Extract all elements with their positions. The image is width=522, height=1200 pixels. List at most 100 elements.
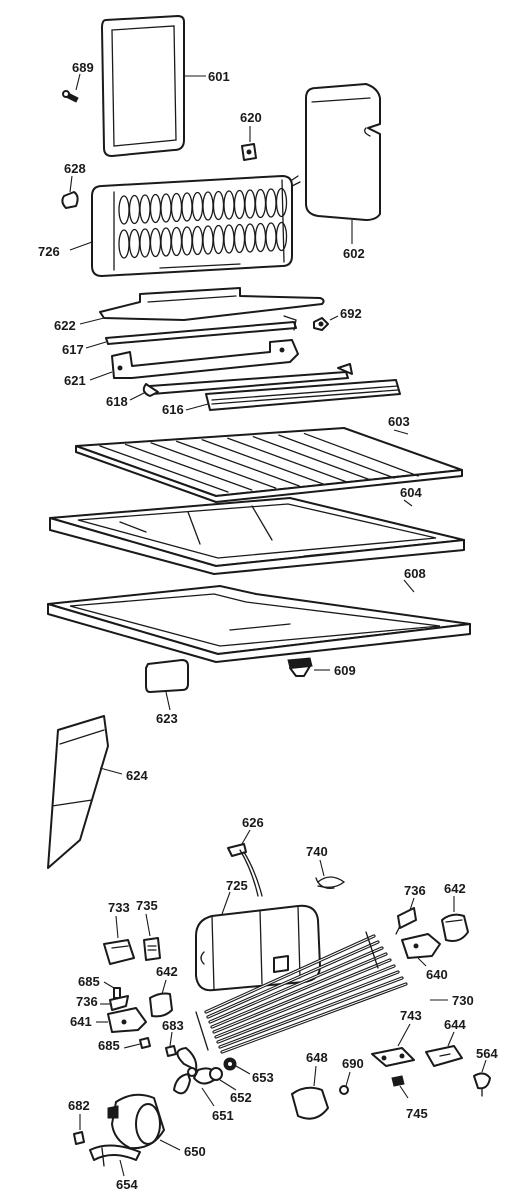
condenser-tubes: [204, 934, 408, 1054]
evaporator-fins: [118, 187, 288, 259]
leader-743: [397, 1023, 411, 1047]
callout-642-upper: 642: [444, 881, 466, 896]
leader-626: [241, 829, 251, 845]
callout-683: 683: [162, 1018, 184, 1033]
callout-726: 726: [38, 244, 60, 259]
leader-648: [313, 1065, 317, 1087]
callout-622: 622: [54, 318, 76, 333]
leader-690: [345, 1071, 351, 1087]
part-620-clip: [241, 143, 257, 161]
slat: [252, 436, 372, 481]
leader-564: [481, 1059, 487, 1073]
callout-621: 621: [64, 373, 86, 388]
part-603-shelf: [75, 427, 463, 503]
leader-652: [219, 1079, 237, 1091]
condenser-tube-highlight: [207, 941, 379, 1018]
part-623-label: [145, 659, 189, 693]
part-653-nut: [223, 1057, 237, 1071]
part-736-bracket-lower: [109, 995, 129, 1011]
leader-642-lower: [161, 979, 167, 995]
callout-648: 648: [306, 1050, 328, 1065]
part-622-baffle: [99, 287, 325, 321]
part-644-bracket: [425, 1045, 463, 1067]
part-743-bracket: [371, 1047, 415, 1067]
leader-651: [201, 1087, 215, 1107]
fin: [275, 187, 288, 218]
callout-736-upper: 736: [404, 883, 426, 898]
callout-745: 745: [406, 1106, 428, 1121]
shelf-slats: [99, 432, 419, 493]
part-626-capillary: [227, 843, 263, 897]
callout-601: 601: [208, 69, 230, 84]
callout-692: 692: [340, 306, 362, 321]
part-564-plug: [473, 1072, 491, 1097]
condenser-tube-highlight: [217, 971, 399, 1043]
callout-564: 564: [476, 1046, 498, 1061]
callout-641: 641: [70, 1014, 92, 1029]
part-650-fan-motor: [107, 1093, 165, 1150]
part-642-cover-upper: [441, 913, 469, 942]
slat: [201, 439, 324, 485]
leader-726: [69, 241, 93, 251]
leader-683: [169, 1031, 173, 1047]
callout-620: 620: [240, 110, 262, 125]
callout-608: 608: [404, 566, 426, 581]
part-609-drain: [287, 657, 313, 677]
part-689-screw: [62, 90, 79, 103]
callout-740: 740: [306, 844, 328, 859]
part-602-duct-cover: [305, 83, 381, 221]
leader-618: [129, 391, 147, 401]
slat: [176, 440, 300, 487]
part-651-fan-blade: [173, 1047, 216, 1095]
part-648-cap: [291, 1086, 329, 1120]
leader-604: [403, 499, 413, 507]
callout-604: 604: [400, 485, 422, 500]
leader-628: [69, 175, 73, 193]
leader-692: [329, 315, 339, 321]
leader-650: [159, 1139, 181, 1151]
part-621-bracket: [111, 339, 299, 379]
leader-608: [403, 579, 415, 593]
leader-685-upper: [103, 981, 115, 989]
condenser-tube-highlight: [221, 983, 407, 1053]
leader-621: [89, 371, 113, 381]
callout-617: 617: [62, 342, 84, 357]
leader-736-upper: [409, 897, 415, 911]
part-641-bracket: [107, 1007, 147, 1033]
part-726-evaporator: [91, 175, 301, 277]
leader-624: [99, 767, 123, 775]
leader-735: [145, 913, 151, 937]
callout-652: 652: [230, 1090, 252, 1105]
callout-603: 603: [388, 414, 410, 429]
leader-617: [85, 341, 107, 349]
leader-653: [235, 1065, 251, 1075]
callout-690: 690: [342, 1056, 364, 1071]
leader-623: [165, 691, 171, 711]
leader-733: [115, 915, 119, 939]
leader-616: [185, 403, 209, 411]
part-690-screw: [339, 1085, 349, 1095]
leader-745: [399, 1085, 409, 1099]
part-628-plug: [61, 191, 79, 209]
part-652-washer: [209, 1067, 223, 1081]
part-682-screw: [73, 1131, 85, 1145]
part-735-overload: [143, 937, 161, 961]
callout-736-lower: 736: [76, 994, 98, 1009]
part-745-grommet: [391, 1075, 405, 1087]
part-685-screw-upper: [113, 987, 121, 999]
callout-624: 624: [126, 768, 148, 783]
leader-603: [393, 429, 409, 435]
callout-654: 654: [116, 1177, 138, 1192]
callout-618: 618: [106, 394, 128, 409]
part-685-screw-lower: [139, 1037, 151, 1049]
part-617-rod: [105, 315, 297, 345]
slat: [150, 442, 277, 489]
callout-616: 616: [162, 402, 184, 417]
leader-689: [75, 73, 81, 91]
callout-743: 743: [400, 1008, 422, 1023]
part-725-compressor: [195, 904, 321, 992]
leader-740: [319, 859, 325, 877]
callout-735: 735: [136, 898, 158, 913]
leader-725: [221, 891, 231, 915]
